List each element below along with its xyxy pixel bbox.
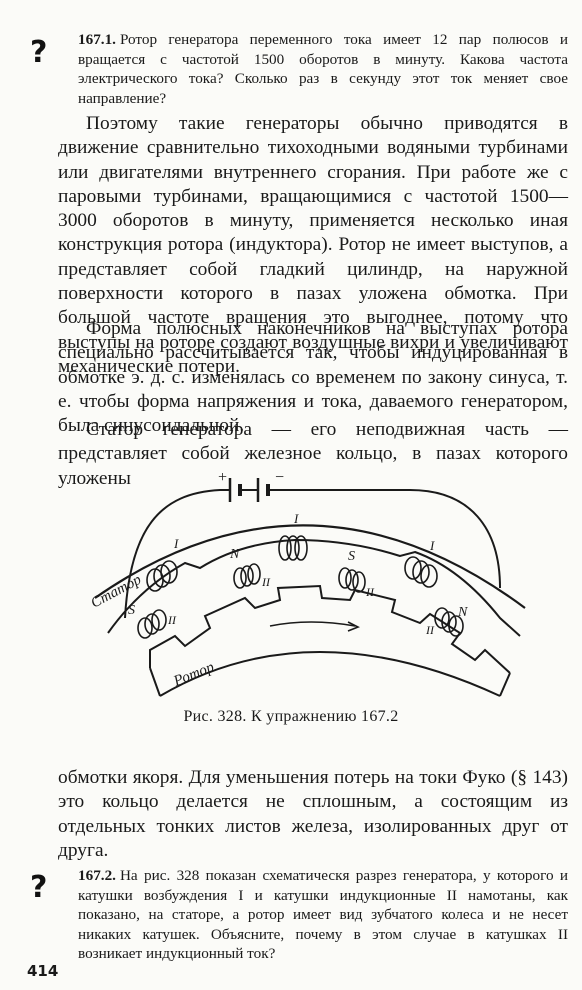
generator-diagram: + − Статор Ротор I I I II II II II N S S… (88, 469, 526, 697)
battery-plus-label: + (217, 469, 228, 486)
coil-I-label: I (173, 536, 179, 551)
exercise-text: На рис. 328 показан схематическя разрез … (78, 867, 568, 962)
rotation-arrow-icon (269, 621, 356, 627)
paragraph-1: Поэтому такие генераторы обычно приводят… (58, 113, 568, 377)
stator-outer-arc (94, 524, 526, 609)
pole-S-label: S (128, 603, 135, 618)
exercise-167-2: 167.2.На рис. 328 показан схематическя р… (78, 866, 568, 964)
coil-II-center-left (233, 563, 261, 589)
coil-I-label: I (293, 511, 299, 526)
coil-II-label: II (425, 623, 435, 637)
rotor-teeth (149, 584, 511, 674)
coil-I-left (146, 560, 178, 592)
rotor-arc (159, 651, 501, 697)
exercise-number: 167.2. (78, 867, 116, 884)
battery-minus-label: − (274, 469, 285, 486)
pole-S-label: S (348, 549, 355, 564)
excitation-wire (124, 489, 501, 619)
coil-I-label: I (429, 538, 435, 553)
stator-label: Статор (88, 572, 144, 612)
figure-caption: Рис. 328. К упражнению 167.2 (183, 708, 399, 725)
pole-N-label: N (457, 605, 468, 620)
paragraph-4: обмотки якоря. Для уменьшения потерь на … (58, 767, 568, 861)
coil-II-left (137, 609, 167, 639)
coil-I-middle (278, 535, 308, 561)
question-mark-icon: ? (30, 870, 48, 905)
coil-II-label: II (365, 585, 375, 599)
exercise-167-1: 167.1.Ротор генератора переменного тока … (78, 30, 568, 108)
exercise-text: Ротор генератора переменного тока имеет … (78, 31, 568, 107)
coil-I-right (404, 556, 438, 588)
pole-N-label: N (229, 547, 240, 562)
paragraph-3: Статор генератора — его неподвижная част… (58, 419, 568, 489)
coil-II-center-right (338, 567, 366, 593)
coil-II-right (434, 607, 464, 637)
page-number: 414 (27, 962, 59, 980)
exercise-number: 167.1. (78, 31, 116, 48)
coil-II-label: II (261, 575, 271, 589)
paragraph-2: Форма полюсных наконечников на выступах … (58, 318, 568, 437)
rotor-label: Ротор (171, 659, 217, 690)
coil-II-label: II (167, 613, 177, 627)
question-mark-icon: ? (30, 35, 48, 70)
